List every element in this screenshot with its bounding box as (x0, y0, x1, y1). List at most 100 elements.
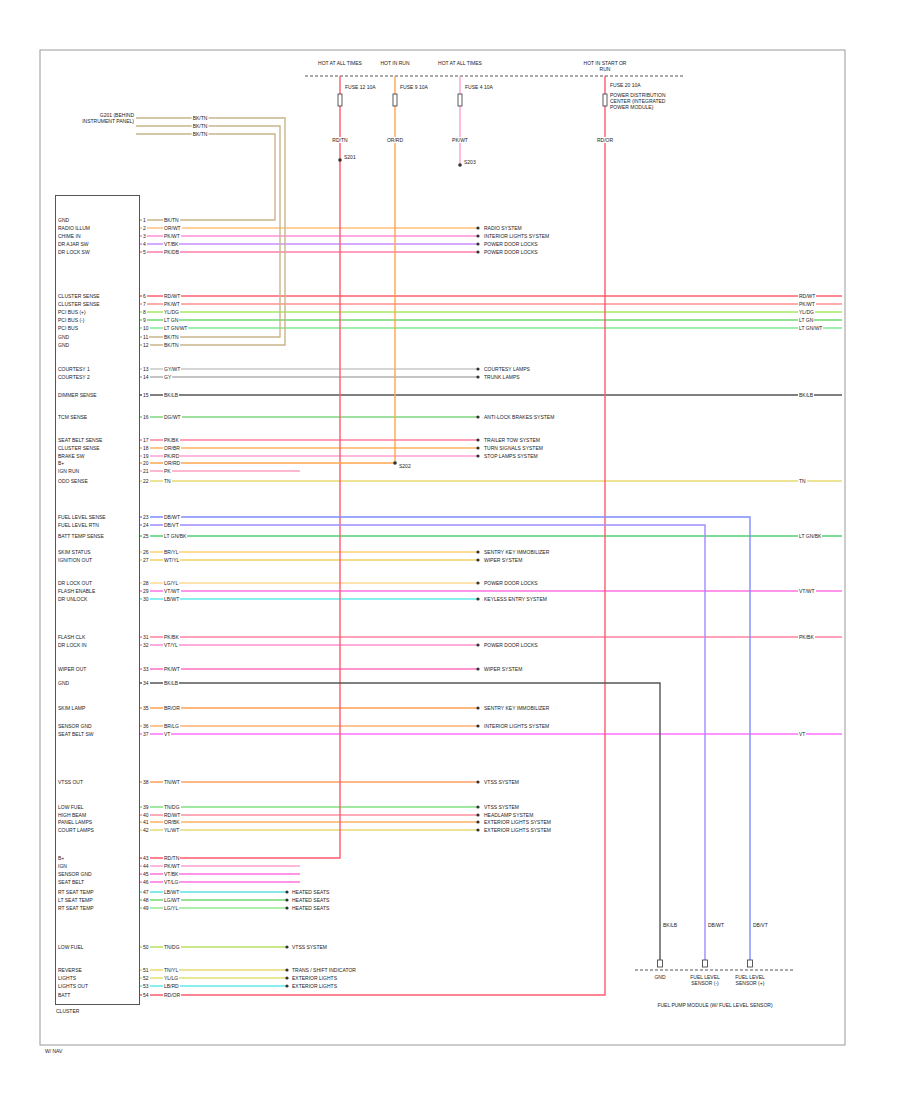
wire (140, 303, 842, 304)
pin-name: RT SEAT TEMP (58, 905, 94, 911)
splice-dot (458, 163, 462, 167)
wire-code: BR/OR (163, 705, 181, 711)
ground-point: G201 (BEHIND INSTRUMENT PANEL) (80, 110, 136, 140)
module-outline (635, 970, 795, 971)
wire-code: LT GN (798, 317, 814, 323)
pin-number: 5 (142, 249, 147, 255)
splice-dot (338, 158, 342, 162)
wire-code: GY/WT (163, 366, 181, 372)
wire-code: PK/BK (163, 437, 180, 443)
pin-number: 42 (142, 827, 150, 833)
system-ref: TURN SIGNALS SYSTEM (484, 445, 543, 451)
pin-number: 43 (142, 855, 150, 861)
wire-code: VT (163, 731, 171, 737)
wire-code: BK/TN (163, 217, 180, 223)
wire-code: RD/TN (331, 137, 348, 143)
pin-number: 52 (142, 975, 150, 981)
wire-code: VT/LG (163, 879, 179, 885)
pin-name: FUEL LEVEL RTN (58, 522, 99, 528)
node-label: GND (640, 974, 680, 980)
connector-dot (285, 906, 288, 909)
pin-number: 38 (142, 779, 150, 785)
wire-code: RD/OR (163, 992, 181, 998)
connector-dot (285, 968, 288, 971)
wire-connector (140, 125, 340, 858)
wire (140, 707, 478, 708)
wire-code: PK (163, 468, 172, 474)
pin-number: 16 (142, 414, 150, 420)
system-ref: COURTESY LAMPS (484, 366, 530, 372)
wire-code: TN/YL (163, 967, 179, 973)
connector-dot (476, 828, 479, 831)
system-ref: SENTRY KEY IMMOBILIZER (484, 705, 549, 711)
fuse-symbol (458, 94, 462, 106)
pin-name: REVERSE (58, 967, 82, 973)
pin-number: 36 (142, 723, 150, 729)
system-ref: TRANS / SHIFT INDICATOR (292, 967, 356, 973)
connector-dot (476, 250, 479, 253)
wire-code: YL/DG (163, 309, 180, 315)
wire-code: PK/WT (163, 863, 181, 869)
pin-number: 24 (142, 522, 150, 528)
wire-code: LT GN/BK (798, 533, 822, 539)
wire-code: RD/WT (163, 812, 181, 818)
pin-number: 11 (142, 334, 149, 340)
pin-number: 22 (142, 478, 150, 484)
pin-name: GND (58, 334, 69, 340)
wire-code: BK/LB (163, 392, 179, 398)
wire-code: DB/VT (753, 922, 768, 928)
wire-code: BK/LB (663, 922, 677, 928)
pin-name: FLASH CLK (58, 634, 85, 640)
pin-number: 1 (142, 217, 147, 223)
pin-name: IGN RUN (58, 468, 79, 474)
wire-code: PK/BK (798, 634, 815, 640)
pin-name: PCI BUS (+) (58, 309, 86, 315)
pin-number: 30 (142, 596, 150, 602)
wire-code: LG/YL (163, 905, 179, 911)
wire-code: TN/WT (163, 779, 181, 785)
connector-pin (703, 960, 708, 967)
system-ref: INTERIOR LIGHTS SYSTEM (484, 233, 549, 239)
system-ref: HEATED SEATS (292, 905, 329, 911)
pin-number: 48 (142, 897, 150, 903)
fuse-symbol (393, 94, 397, 106)
pin-number: 47 (142, 889, 150, 895)
system-ref: POWER DOOR LOCKS (484, 580, 538, 586)
node-label: FUSE 12 10A (345, 84, 376, 90)
wire-code: GY (163, 374, 172, 380)
wire (140, 733, 842, 734)
pin-number: 33 (142, 666, 150, 672)
connector-dot (476, 550, 479, 553)
bus-line (305, 76, 685, 77)
pin-name: GND (58, 680, 69, 686)
pin-number: 54 (142, 992, 150, 998)
node-label: FUSE 4 10A (465, 84, 493, 90)
wire (140, 559, 478, 560)
pin-number: 23 (142, 514, 150, 520)
wire (140, 551, 478, 552)
pin-number: 39 (142, 804, 150, 810)
pin-name: B+ (58, 460, 64, 466)
connector-pin (658, 960, 663, 967)
splice-id: S203 (464, 159, 476, 165)
splice-id: S201 (344, 154, 356, 160)
pin-name: VTSS OUT (58, 779, 83, 785)
wire-code: BK/LB (798, 392, 814, 398)
system-ref: HEADLAMP SYSTEM (484, 812, 533, 818)
node-label: CLUSTER (56, 1008, 79, 1014)
wire (140, 668, 478, 669)
splice-dot (393, 461, 397, 465)
wire (140, 781, 478, 782)
wire-code: TN (798, 478, 807, 484)
pin-number: 27 (142, 557, 150, 563)
wire-connector (140, 525, 705, 940)
pin-name: PCI BUS (-) (58, 317, 84, 323)
pin-number: 2 (142, 225, 147, 231)
wire-code: BK/TN (163, 342, 180, 348)
pin-number: 25 (142, 533, 150, 539)
wire-code: TN (163, 478, 172, 484)
wire-code: BK/TN (192, 115, 209, 121)
wire (749, 940, 750, 960)
pin-name: PCI BUS (58, 325, 78, 331)
wire (140, 311, 842, 312)
